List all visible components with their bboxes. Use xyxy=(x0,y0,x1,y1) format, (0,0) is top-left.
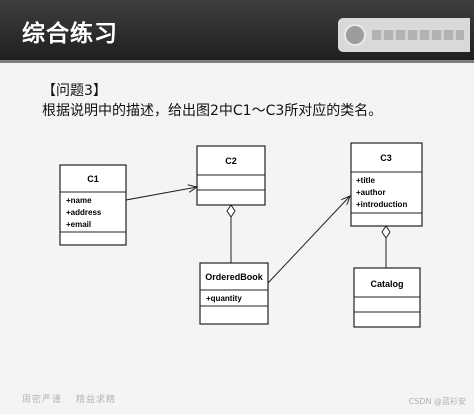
aggregation-c2-ordered-book xyxy=(226,204,236,263)
class-c1-attr-email: +email xyxy=(66,220,91,229)
class-ordered-book: OrderedBook +quantity xyxy=(199,262,269,325)
class-c3: C3 +title +author +introduction xyxy=(350,142,423,227)
source-watermark: CSDN @蓝衫安 xyxy=(408,397,466,406)
slide-header: 综合练习 xyxy=(0,0,474,63)
class-c1-attr-name: +name xyxy=(66,196,92,205)
footer-motto-left: 周密严谨 xyxy=(22,395,63,405)
association-ordered-book-c3 xyxy=(267,196,350,284)
slide-footer: 周密严谨 精益求精 xyxy=(22,392,116,405)
class-c3-attr-title: +title xyxy=(356,176,375,185)
class-c3-name: C3 xyxy=(380,153,392,163)
question-label: 【问题3】 xyxy=(42,83,107,99)
logo-emblem-icon xyxy=(344,24,366,46)
association-c1-c2 xyxy=(125,187,197,201)
class-c3-attr-introduction: +introduction xyxy=(356,200,407,209)
class-catalog-name: Catalog xyxy=(370,279,403,289)
class-c1: C1 +name +address +email xyxy=(59,164,127,246)
class-c3-attr-author: +author xyxy=(356,188,386,197)
question-instruction: 根据说明中的描述，给出图2中C1～C3所对应的类名。 xyxy=(42,103,383,119)
class-ordered-book-name: OrderedBook xyxy=(205,272,264,282)
slide-title: 综合练习 xyxy=(22,21,118,47)
class-c1-attr-address: +address xyxy=(66,208,102,217)
logo-text-blurred xyxy=(372,30,464,40)
institution-logo xyxy=(338,18,470,52)
class-ordered-book-attr-quantity: +quantity xyxy=(206,294,242,303)
aggregation-c3-catalog xyxy=(381,225,391,268)
class-catalog: Catalog xyxy=(353,267,421,328)
class-c2-name: C2 xyxy=(225,156,237,166)
footer-motto-right: 精益求精 xyxy=(76,395,117,405)
class-c2: C2 xyxy=(196,145,266,206)
class-c1-name: C1 xyxy=(87,174,99,184)
